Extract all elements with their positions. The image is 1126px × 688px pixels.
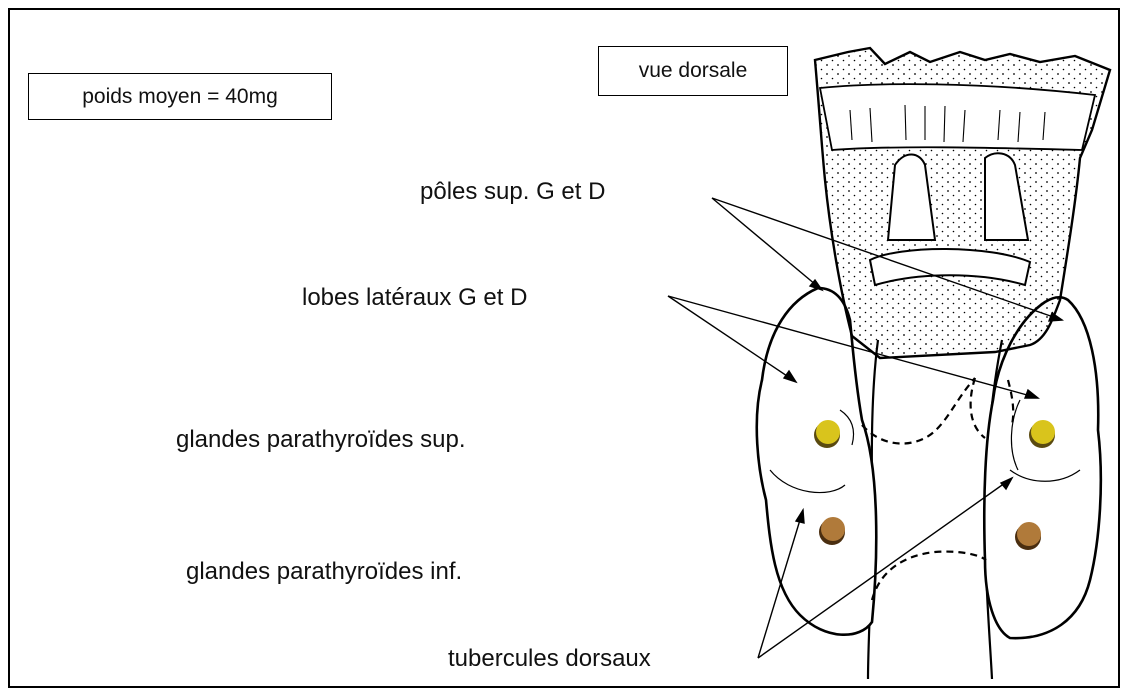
average-weight-box: poids moyen = 40mg <box>28 73 332 120</box>
average-weight-label: poids moyen = 40mg <box>82 85 278 109</box>
label-parathyroides-sup: glandes parathyroïdes sup. <box>176 428 466 452</box>
parathyroid-inf-right-fill <box>1017 522 1041 546</box>
label-lobes-lateraux: lobes latéraux G et D <box>302 286 527 310</box>
view-label-box: vue dorsale <box>598 46 788 96</box>
parathyroid-sup-right-fill <box>1031 420 1055 444</box>
trachea <box>868 340 1002 679</box>
parathyroid-sup-left-fill <box>816 420 840 444</box>
parathyroid-inf-left-fill <box>821 517 845 541</box>
label-parathyroides-inf: glandes parathyroïdes inf. <box>186 560 462 584</box>
label-tubercules-dorsaux: tubercules dorsaux <box>448 647 651 671</box>
view-label: vue dorsale <box>639 59 748 83</box>
label-poles-sup: pôles sup. G et D <box>420 180 605 204</box>
